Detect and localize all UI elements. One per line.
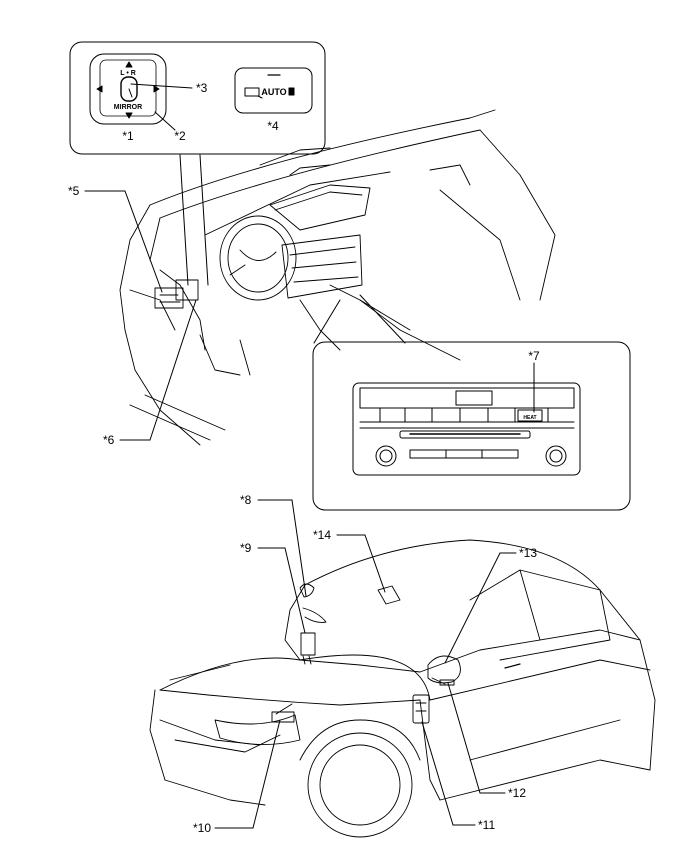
callout-3: *3 bbox=[196, 81, 208, 95]
audio-panel-inset-frame bbox=[312, 341, 631, 511]
leader-lines bbox=[84, 83, 535, 829]
callout-8: *8 bbox=[240, 493, 252, 507]
outer-mirror-switch bbox=[89, 53, 167, 125]
callout-5: *5 bbox=[68, 184, 80, 198]
mirror-switch-bottom-label: MIRROR bbox=[114, 104, 142, 111]
callout-4: *4 bbox=[267, 119, 279, 133]
arrow-right-icon bbox=[153, 85, 160, 93]
engine-room-component bbox=[271, 711, 295, 723]
switch-inset-frame bbox=[69, 41, 326, 155]
arrow-down-icon bbox=[125, 112, 133, 119]
relay-block bbox=[300, 632, 316, 656]
arrow-up-icon bbox=[125, 61, 133, 68]
callout-11: *11 bbox=[478, 818, 495, 832]
outer-rear-view-mirror bbox=[427, 655, 461, 684]
auto-switch-label: AUTO bbox=[261, 87, 286, 97]
callout-1: *1 bbox=[122, 129, 134, 143]
door-ecu bbox=[412, 694, 430, 724]
left-knob bbox=[375, 445, 397, 467]
vehicle-illustration bbox=[149, 539, 656, 838]
callout-14: *14 bbox=[313, 528, 331, 542]
front-wheel bbox=[307, 732, 413, 838]
callout-9: *9 bbox=[240, 541, 252, 555]
callout-2: *2 bbox=[174, 129, 186, 143]
audio-heater-button-label: HEAT bbox=[523, 415, 536, 421]
callout-13: *13 bbox=[519, 546, 537, 560]
rain-sensor bbox=[377, 585, 401, 605]
arrow-left-icon bbox=[96, 85, 103, 93]
mirror-switch-location bbox=[154, 287, 184, 309]
callout-7: *7 bbox=[528, 349, 540, 363]
mirror-icon bbox=[244, 87, 260, 97]
mirror-switch-top-label: L • R bbox=[120, 70, 136, 77]
auto-switch bbox=[234, 67, 313, 114]
callout-10: *10 bbox=[193, 821, 211, 835]
right-knob bbox=[545, 445, 567, 467]
callout-12: *12 bbox=[508, 786, 526, 800]
mirror-heater-button bbox=[517, 409, 543, 422]
audio-panel bbox=[352, 382, 581, 476]
light-icon bbox=[288, 87, 295, 96]
dashboard-illustration bbox=[119, 109, 556, 446]
callout-6: *6 bbox=[103, 433, 115, 447]
steering-wheel bbox=[219, 215, 297, 301]
